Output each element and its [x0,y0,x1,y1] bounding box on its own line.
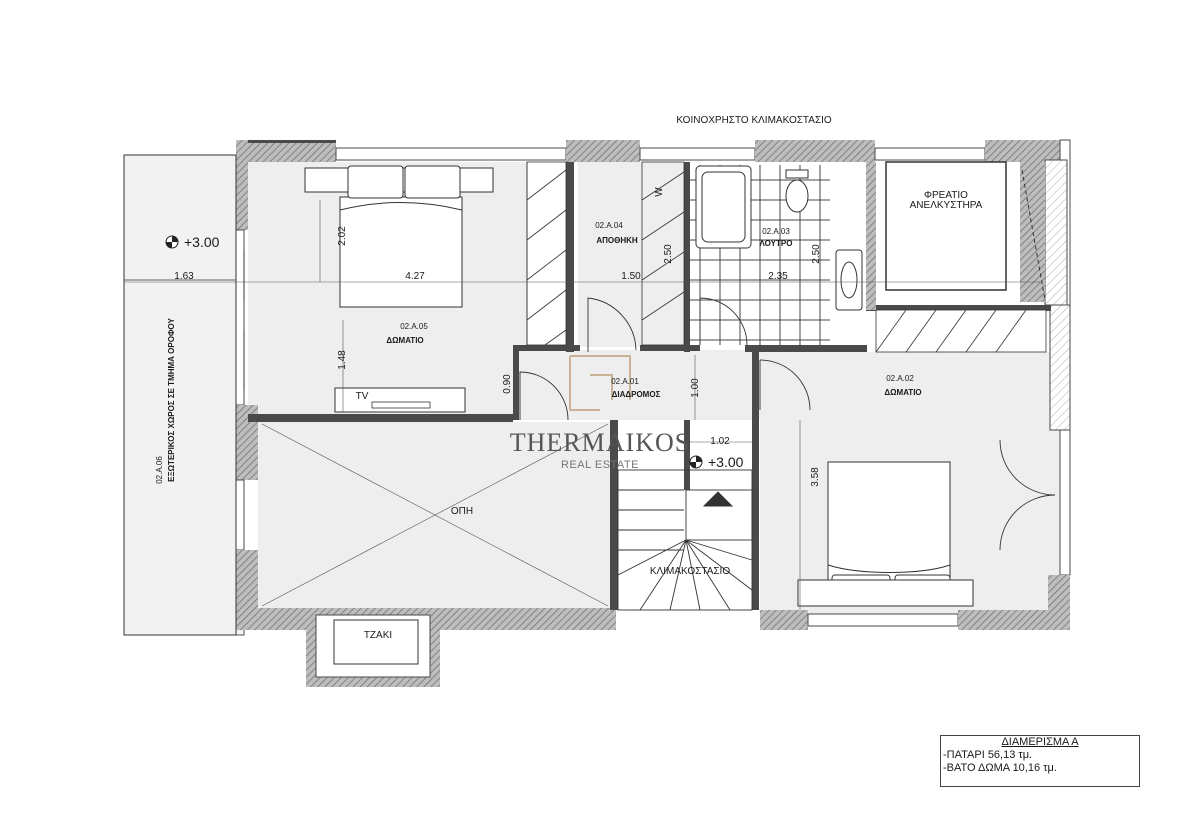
bath-id: 02.Α.03 [762,227,790,236]
legend-title: ΔΙΑΜΕΡΙΣΜΑ Α [1001,736,1079,748]
room-05-id: 02.Α.05 [400,322,428,331]
level-marker-center [689,455,703,469]
dimension-lines [124,200,1040,610]
common-stair-label: ΚΟΙΝΟΧΡΗΣΤΟ ΚΛΙΜΑΚΟΣΤΑΣΙΟ [676,115,832,126]
dim-1-63: 1.63 [174,271,194,282]
tv-label: TV [356,391,369,402]
staircase [617,469,753,611]
bath-fixtures [695,165,863,311]
level-center: +3.00 [708,454,744,470]
dim-1-00: 1.00 [690,378,701,398]
fireplace-label: ΤΖΑΚΙ [364,630,392,641]
elevator-shaft [885,161,1046,301]
dim-1-50: 1.50 [621,271,641,282]
dim-2-50-b: 2.50 [811,244,822,264]
stair-label: ΚΛΙΜΑΚΟΣΤΑΣΙΟ [650,566,730,577]
level-left: +3.00 [184,234,220,250]
legend-line-mezzanine: -ΠΑΤΑΡΙ 56,13 τμ. [943,749,1033,761]
dim-1-48: 1.48 [337,350,348,370]
walls [235,139,1071,687]
dim-3-58: 3.58 [810,467,821,487]
watermark-sub: REAL ESTATE [561,459,639,471]
watermark-brand: THERMAIKOS [510,428,690,457]
bath-name: ΛΟΥΤΡΟ [760,239,793,248]
corridor-name: ΔΙΑΔΡΟΜΟΣ [612,390,661,399]
bed-room-02 [797,461,974,607]
doors [243,250,1056,551]
room-02-name: ΔΩΜΑΤΙΟ [884,388,921,397]
void-lines [261,423,609,607]
watermark-logo [569,355,631,411]
dim-2-02: 2.02 [337,226,348,246]
wardrobe-label: W [654,187,665,197]
dim-2-35: 2.35 [768,271,788,282]
dim-1-02: 1.02 [710,436,730,447]
room-02-id: 02.Α.02 [886,374,914,383]
elevator-label-2: ΑΝΕΛΚΥΣΤΗΡΑ [910,200,983,211]
terrace-id: 02.Α.06 [155,456,164,484]
wardrobes [526,161,1047,353]
elevator-label-1: ΦΡΕΑΤΙΟ [924,190,968,201]
terrace-name: ΕΞΩΤΕΡΙΚΟΣ ΧΩΡΟΣ ΣΕ ΤΜΗΜΑ ΟΡΟΦΟΥ [167,317,176,481]
area-legend: ΔΙΑΜΕΡΙΣΜΑ Α -ΠΑΤΑΡΙ 56,13 τμ. -ΒΑΤΟ ΔΩΜ… [940,735,1140,787]
bed-room-05 [304,165,494,308]
terrace-outline [123,154,237,636]
dim-0-90: 0.90 [502,374,513,394]
room-05-name: ΔΩΜΑΤΙΟ [386,336,423,345]
dim-2-50-a: 2.50 [663,244,674,264]
void-label: ΟΠΗ [451,506,473,517]
corridor-id: 02.Α.01 [611,377,639,386]
legend-line-roof: -ΒΑΤΟ ΔΩΜΑ 10,16 τμ. [943,762,1057,774]
dim-4-27: 4.27 [405,271,425,282]
level-marker-left [165,235,179,249]
storage-id: 02.Α.04 [595,221,623,230]
storage-name: ΑΠΟΘΗΚΗ [596,236,638,245]
tv-unit [334,387,466,413]
